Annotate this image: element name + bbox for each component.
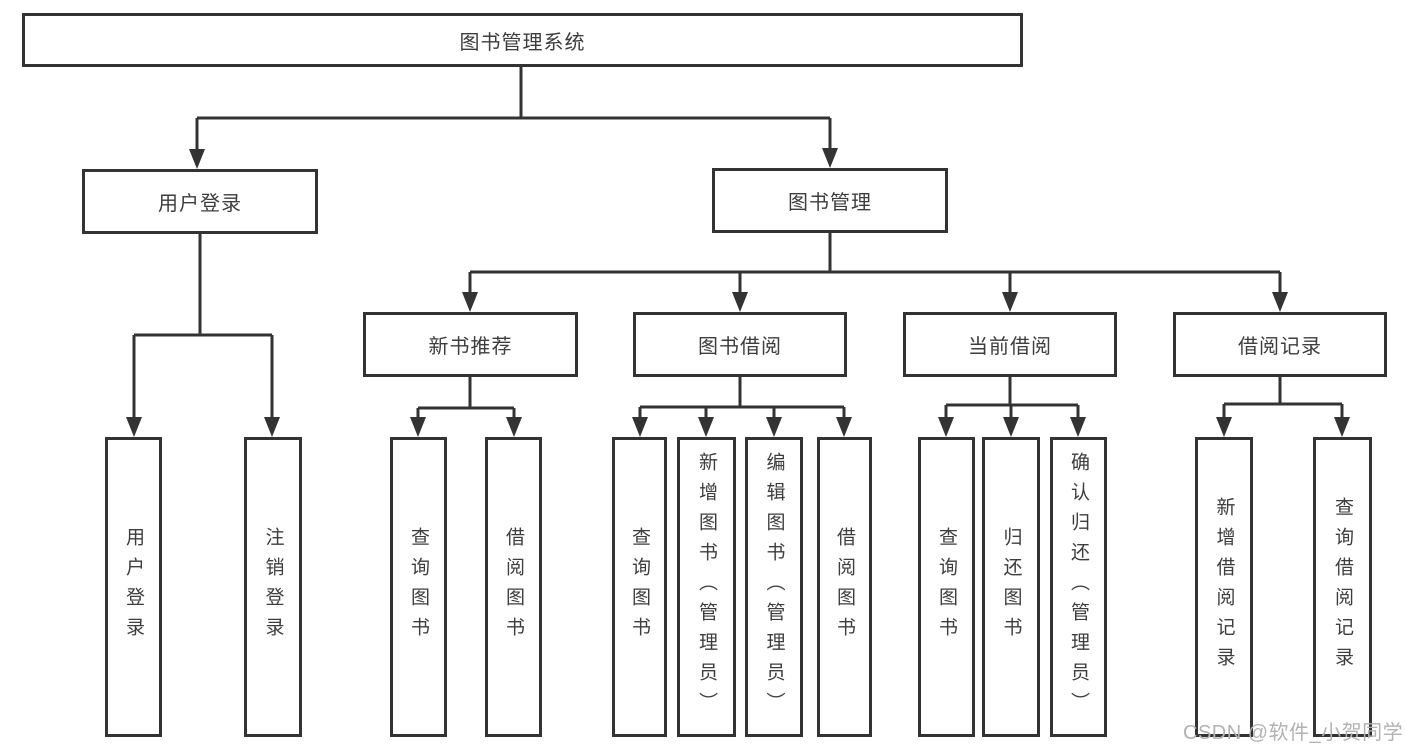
leaf-edit-book-admin: 编辑图书（管理员） bbox=[745, 437, 803, 737]
leaf-query-book-2-label: 查询图书 bbox=[629, 527, 650, 647]
leaf-logout-label: 注销登录 bbox=[262, 527, 284, 647]
leaf-user-login-label: 用户登录 bbox=[123, 527, 144, 647]
node-book-borrow-label: 图书借阅 bbox=[698, 336, 782, 358]
leaf-logout: 注销登录 bbox=[244, 437, 302, 737]
node-book-borrow: 图书借阅 bbox=[633, 312, 847, 377]
node-new-book-recommend: 新书推荐 bbox=[363, 312, 578, 377]
arrowhead-icon bbox=[126, 148, 1350, 437]
leaf-return-book: 归还图书 bbox=[982, 437, 1040, 737]
leaf-borrow-book-1-label: 借阅图书 bbox=[503, 527, 524, 647]
leaf-borrow-book-2-label: 借阅图书 bbox=[834, 527, 855, 647]
node-book-management-label: 图书管理 bbox=[788, 192, 872, 214]
node-borrow-record: 借阅记录 bbox=[1173, 312, 1387, 377]
node-root-label: 图书管理系统 bbox=[459, 31, 586, 54]
leaf-query-borrow-record-label: 查询借阅记录 bbox=[1332, 497, 1353, 677]
node-root: 图书管理系统 bbox=[22, 13, 1023, 67]
leaf-add-book-admin-label: 新增图书（管理员） bbox=[696, 452, 717, 722]
node-current-borrow: 当前借阅 bbox=[903, 312, 1117, 377]
leaf-confirm-return-admin-label: 确认归还（管理员） bbox=[1068, 452, 1089, 722]
node-book-management: 图书管理 bbox=[712, 168, 948, 233]
node-user-login-label: 用户登录 bbox=[158, 193, 242, 215]
node-new-book-recommend-label: 新书推荐 bbox=[428, 336, 513, 358]
leaf-add-book-admin: 新增图书（管理员） bbox=[677, 437, 736, 737]
node-borrow-record-label: 借阅记录 bbox=[1238, 336, 1322, 358]
leaf-query-book-3: 查询图书 bbox=[918, 437, 975, 737]
leaf-query-book-3-label: 查询图书 bbox=[936, 527, 957, 647]
leaf-query-borrow-record: 查询借阅记录 bbox=[1313, 437, 1372, 737]
node-current-borrow-label: 当前借阅 bbox=[968, 336, 1052, 358]
leaf-edit-book-admin-label: 编辑图书（管理员） bbox=[763, 452, 785, 722]
watermark: CSDN @软件_小贺同学 bbox=[1183, 722, 1404, 744]
leaf-user-login: 用户登录 bbox=[105, 437, 162, 737]
leaf-query-book-1: 查询图书 bbox=[390, 437, 447, 737]
leaf-query-book-2: 查询图书 bbox=[612, 437, 667, 737]
leaf-query-book-1-label: 查询图书 bbox=[408, 527, 429, 647]
leaf-add-borrow-record-label: 新增借阅记录 bbox=[1213, 497, 1235, 677]
leaf-add-borrow-record: 新增借阅记录 bbox=[1195, 437, 1253, 737]
leaf-borrow-book-1: 借阅图书 bbox=[485, 437, 542, 737]
node-user-login: 用户登录 bbox=[82, 169, 318, 234]
leaf-return-book-label: 归还图书 bbox=[1000, 527, 1022, 647]
leaf-borrow-book-2: 借阅图书 bbox=[817, 437, 872, 737]
leaf-confirm-return-admin: 确认归还（管理员） bbox=[1050, 437, 1107, 737]
